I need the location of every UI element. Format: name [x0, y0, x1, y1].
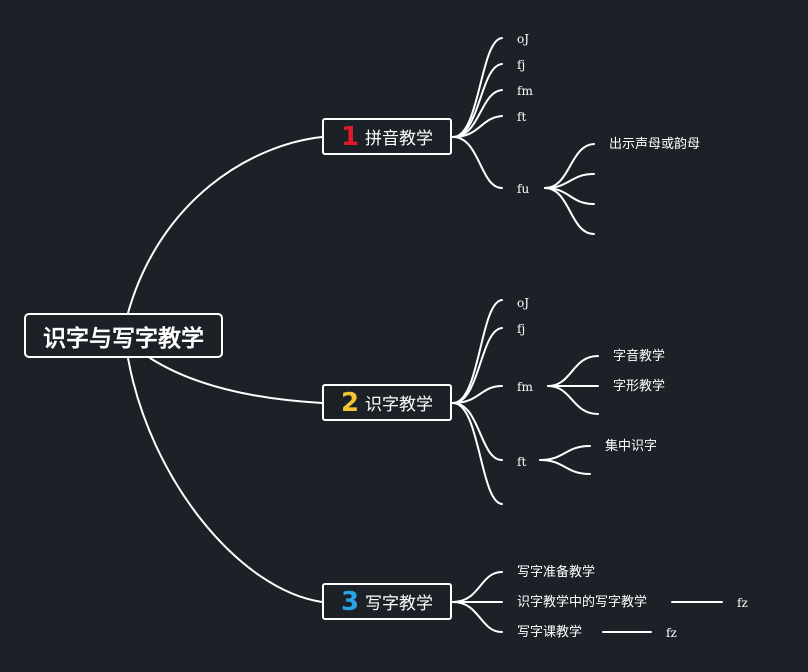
leaf-b3-1[interactable]: 识字教学中的写字教学 [517, 595, 648, 610]
link-root-branch-1 [127, 136, 323, 314]
number-badge-3: 3 [340, 586, 360, 617]
number-badge-1: 1 [340, 121, 360, 152]
link-b2-fj [452, 327, 503, 404]
leaf-ft-0[interactable]: 集中识字 [605, 439, 658, 454]
branch-node-shizi[interactable]: 2 识字教学 [322, 384, 452, 421]
link-ft-2 [539, 459, 591, 475]
branch-label: 拼音教学 [365, 129, 434, 149]
leaf-b1-4[interactable]: fu [517, 182, 530, 196]
number-badge-2: 2 [340, 387, 360, 418]
leaf-b3-0[interactable]: 写字准备教学 [517, 565, 596, 580]
root-label: 识字与写字教学 [43, 325, 204, 352]
branch-label: 识字教学 [365, 395, 434, 415]
leaf-b2-3[interactable]: ft [517, 455, 527, 469]
link-ft-1 [539, 445, 591, 461]
link-b3-3 [452, 601, 503, 633]
link-fu-4 [544, 187, 595, 235]
leaf-fm-1[interactable]: 字形教学 [613, 379, 666, 394]
link-fm-1 [547, 355, 599, 387]
link-b2-ft [452, 402, 503, 461]
branch-node-xiezi[interactable]: 3 写字教学 [322, 583, 452, 620]
leaf-b2-1[interactable]: fj [517, 322, 526, 336]
leaf-b1-1[interactable]: fj [517, 58, 526, 72]
leaf-fm-0[interactable]: 字音教学 [613, 349, 666, 364]
leaf-b1-3[interactable]: ft [517, 110, 527, 124]
link-root-branch-2 [149, 357, 323, 404]
root-node[interactable]: 识字与写字教学 [24, 313, 223, 358]
link-b2-oj [452, 299, 503, 404]
link-b1-fj [452, 63, 503, 138]
leaf-b3-2-tail[interactable]: fz [666, 626, 677, 640]
link-root-branch-3 [127, 357, 323, 603]
link-b1-oj [452, 37, 503, 138]
leaf-b3-1-tail[interactable]: fz [737, 596, 748, 610]
leaf-b3-2[interactable]: 写字课教学 [517, 625, 583, 640]
link-b1-fu [452, 136, 503, 189]
leaf-b2-0[interactable]: oJ [517, 296, 530, 310]
leaf-b1-2[interactable]: fm [517, 84, 533, 98]
link-b2-empty [452, 402, 503, 505]
leaf-b2-2[interactable]: fm [517, 380, 533, 394]
link-b1-ft [452, 115, 503, 138]
branch-label: 写字教学 [365, 594, 434, 614]
leaf-b1-0[interactable]: oJ [517, 32, 530, 46]
link-fm-3 [547, 385, 599, 415]
link-b3-1 [452, 571, 503, 603]
link-b2-fm [452, 385, 503, 404]
branch-node-pinyin[interactable]: 1 拼音教学 [322, 118, 452, 155]
leaf-fu-0[interactable]: 出示声母或韵母 [609, 137, 701, 152]
